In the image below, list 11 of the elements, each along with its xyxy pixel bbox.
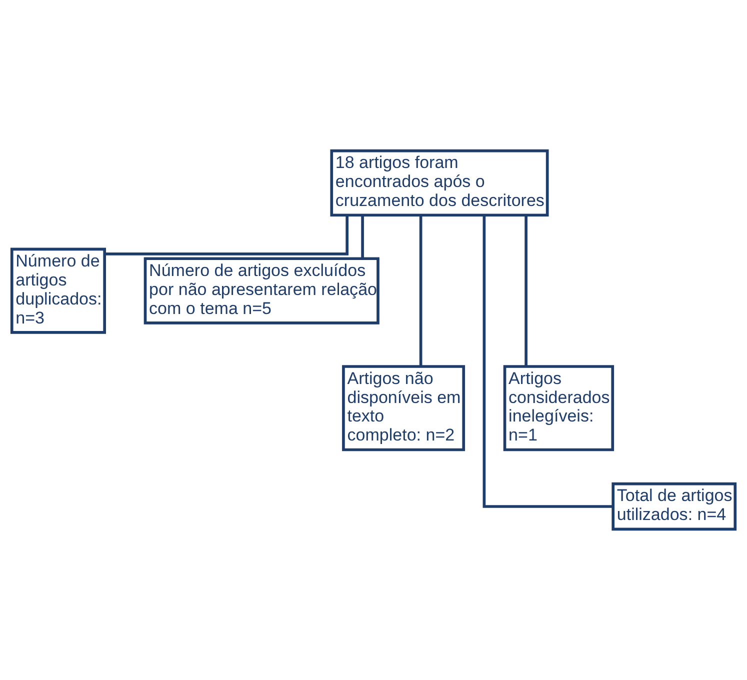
node-box: Artigos considerados inelegíveis: n=1 (503, 365, 614, 452)
connector (104, 216, 348, 256)
node-box: Total de artigos utilizados: n=4 (612, 482, 737, 531)
node-box: Número de artigos duplicados: n=3 (10, 248, 106, 334)
connector (419, 215, 422, 366)
connector (482, 215, 613, 508)
node-box: Artigos não disponíveis em texto completo: n=2 (342, 365, 466, 452)
connector (524, 215, 528, 366)
node-box: 18 artigos foram encontrados após o cruzamento dos descritores (330, 149, 549, 217)
node-box: Número de artigos excluídos por não apresentarem relação com o tema n=5 (144, 257, 380, 324)
connector (361, 215, 364, 258)
